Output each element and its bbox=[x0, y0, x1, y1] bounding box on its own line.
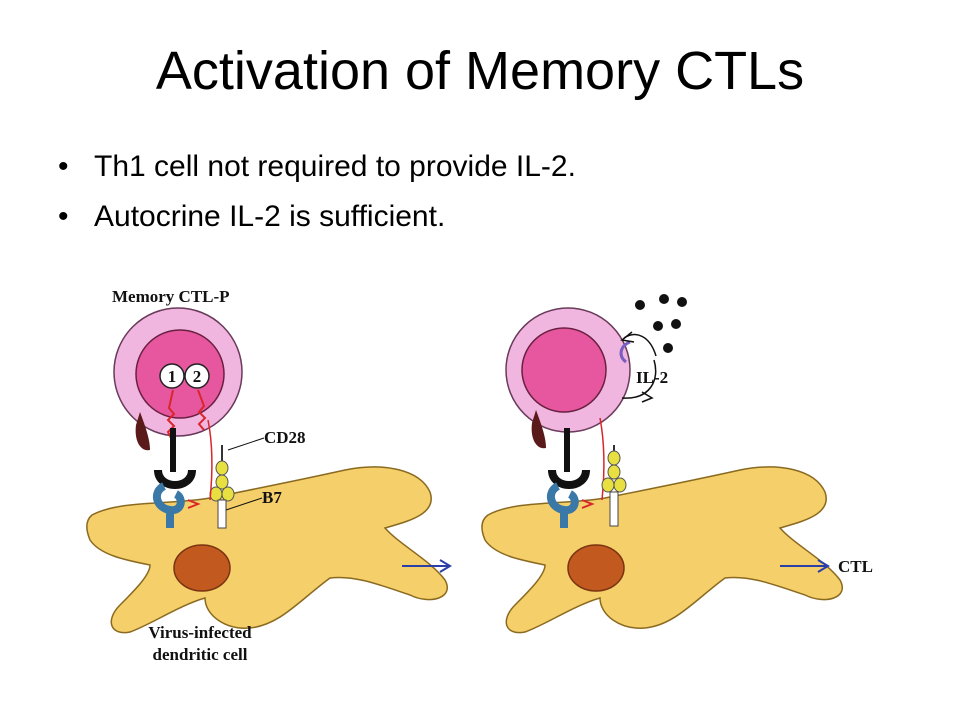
coreceptor-right bbox=[531, 410, 546, 449]
mhc-right bbox=[546, 482, 579, 528]
left-panel: Memory CTL-P 1 2 CD28 B7 V bbox=[86, 287, 448, 664]
tcr-stalk-left bbox=[170, 428, 176, 472]
dendritic-cell-right bbox=[481, 466, 843, 634]
label-dendritic-cell: dendritic cell bbox=[153, 645, 248, 664]
il2-secretion-arrowhead bbox=[641, 391, 654, 403]
b7-bead-left bbox=[221, 486, 235, 502]
tcr-receptor-right bbox=[548, 469, 590, 489]
right-panel: IL-2 bbox=[481, 294, 843, 634]
mhc-peptide-left bbox=[187, 499, 201, 509]
bullet-item: Autocrine IL-2 is sufficient. bbox=[58, 192, 576, 242]
cd28-bead-right bbox=[607, 464, 621, 480]
il2-molecules bbox=[635, 294, 687, 353]
dendritic-nucleus-left bbox=[173, 544, 231, 592]
receptor-1-circle bbox=[159, 363, 185, 389]
cd28-leader bbox=[227, 437, 265, 451]
dendritic-nucleus-right bbox=[567, 544, 625, 592]
b7-bead-right bbox=[601, 477, 615, 493]
b7-leader bbox=[225, 497, 263, 511]
cd28-bead-right bbox=[607, 450, 621, 466]
bullet-list: Th1 cell not required to provide IL-2. A… bbox=[58, 142, 576, 242]
b7-bead-right bbox=[613, 477, 627, 493]
slide-title: Activation of Memory CTLs bbox=[155, 41, 805, 101]
label-ctl: CTL bbox=[838, 557, 873, 576]
b7-stem-left bbox=[217, 499, 227, 529]
signal-arrow-2 bbox=[197, 389, 207, 431]
memory-cell-nucleus-right bbox=[521, 327, 607, 413]
mhc-peptide-right bbox=[581, 499, 595, 509]
signal-arrow-1 bbox=[166, 389, 176, 441]
label-cd28: CD28 bbox=[264, 428, 306, 447]
coreceptor-left bbox=[135, 412, 150, 451]
cd28-bead-left bbox=[215, 474, 229, 490]
receptor-2-label: 2 bbox=[193, 367, 202, 386]
receptor-1-label: 1 bbox=[168, 367, 177, 386]
arrow-to-ctl bbox=[780, 559, 830, 573]
il2-uptake-arrowhead bbox=[620, 331, 635, 343]
b7-bead-left bbox=[209, 486, 223, 502]
label-il2: IL-2 bbox=[636, 368, 668, 387]
b7-stem-right bbox=[609, 491, 619, 527]
label-virus-infected: Virus-infected bbox=[148, 623, 252, 642]
cd28-bead-left bbox=[215, 460, 229, 476]
bullet-item: Th1 cell not required to provide IL-2. bbox=[58, 142, 576, 192]
il2-receptor-icon bbox=[619, 340, 631, 364]
arrow-middle bbox=[402, 559, 452, 573]
il2-uptake-arrow bbox=[623, 333, 657, 357]
receptor-2-circle bbox=[184, 363, 210, 389]
label-b7: B7 bbox=[262, 488, 282, 507]
tcr-stalk-right bbox=[564, 428, 570, 472]
il2-secretion-arrow bbox=[621, 359, 657, 399]
red-receptor-line-right bbox=[599, 417, 605, 501]
label-memory-ctl-p: Memory CTL-P bbox=[112, 287, 230, 306]
tcr-receptor-left bbox=[154, 469, 196, 489]
red-receptor-line bbox=[207, 419, 213, 501]
mhc-left bbox=[152, 482, 185, 528]
